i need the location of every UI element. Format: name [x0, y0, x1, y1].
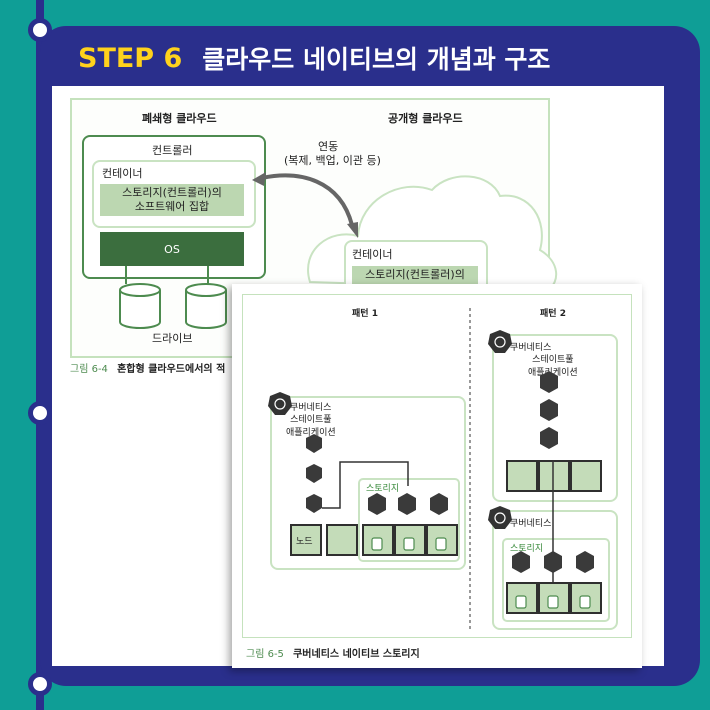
drive-label: 드라이브 — [152, 332, 193, 345]
link-title: 연동 — [318, 140, 339, 153]
timeline-dot — [28, 672, 52, 696]
storage-node — [506, 582, 538, 614]
private-cloud-label: 폐쇄형 클라우드 — [142, 112, 217, 125]
caption-number: 그림 6-4 — [70, 364, 108, 375]
figure-6-5 — [242, 294, 632, 638]
storage-software-set: 스토리지(컨트롤러)의 소프트웨어 집합 — [100, 184, 244, 216]
caption-text: 쿠버네티스 네이티브 스토리지 — [293, 649, 420, 660]
node-box — [326, 524, 358, 556]
os-bar: OS — [100, 232, 244, 266]
figure-6-5-caption: 그림 6-5 쿠버네티스 네이티브 스토리지 — [246, 645, 420, 660]
public-cloud-label: 공개형 클라우드 — [388, 112, 463, 125]
stateful-app-label: 스테이트풀 애플리케이션 — [286, 415, 336, 438]
step-label: STEP 6 — [78, 42, 183, 74]
kubernetes-label: 쿠버네티스 — [510, 343, 552, 353]
storage-label: 스토리지 — [366, 484, 400, 494]
public-storage-software: 스토리지(컨트롤러)의 — [352, 266, 478, 284]
kubernetes-label: 쿠버네티스 — [510, 519, 552, 529]
link-detail: (복제, 백업, 이관 등) — [284, 154, 381, 167]
stateful-app-label: 스테이트풀 애플리케이션 — [528, 355, 578, 378]
container-label: 컨테이너 — [102, 167, 143, 180]
caption-text: 혼합형 클라우드에서의 적 — [117, 364, 226, 375]
figure-6-4-caption: 그림 6-4 혼합형 클라우드에서의 적 — [70, 360, 225, 375]
caption-number: 그림 6-5 — [246, 649, 284, 660]
node-label: 노드 — [296, 537, 313, 547]
storage-label: 스토리지 — [510, 544, 544, 554]
pattern-1-label: 패턴 1 — [352, 309, 378, 319]
storage-node — [570, 582, 602, 614]
controller-label: 컨트롤러 — [152, 144, 193, 157]
kubernetes-label: 쿠버네티스 — [290, 403, 332, 413]
timeline-dot — [28, 401, 52, 425]
page-title: STEP 6 클라우드 네이티브의 개념과 구조 — [78, 38, 550, 78]
node-box — [506, 460, 538, 492]
public-container-label: 컨테이너 — [352, 248, 393, 261]
timeline-dot — [28, 18, 52, 42]
node-box — [570, 460, 602, 492]
headline: 클라우드 네이티브의 개념과 구조 — [202, 45, 551, 74]
drive-icon — [119, 283, 227, 329]
node-box — [290, 524, 322, 556]
node-box — [538, 460, 570, 492]
pattern-2-label: 패턴 2 — [540, 309, 566, 319]
